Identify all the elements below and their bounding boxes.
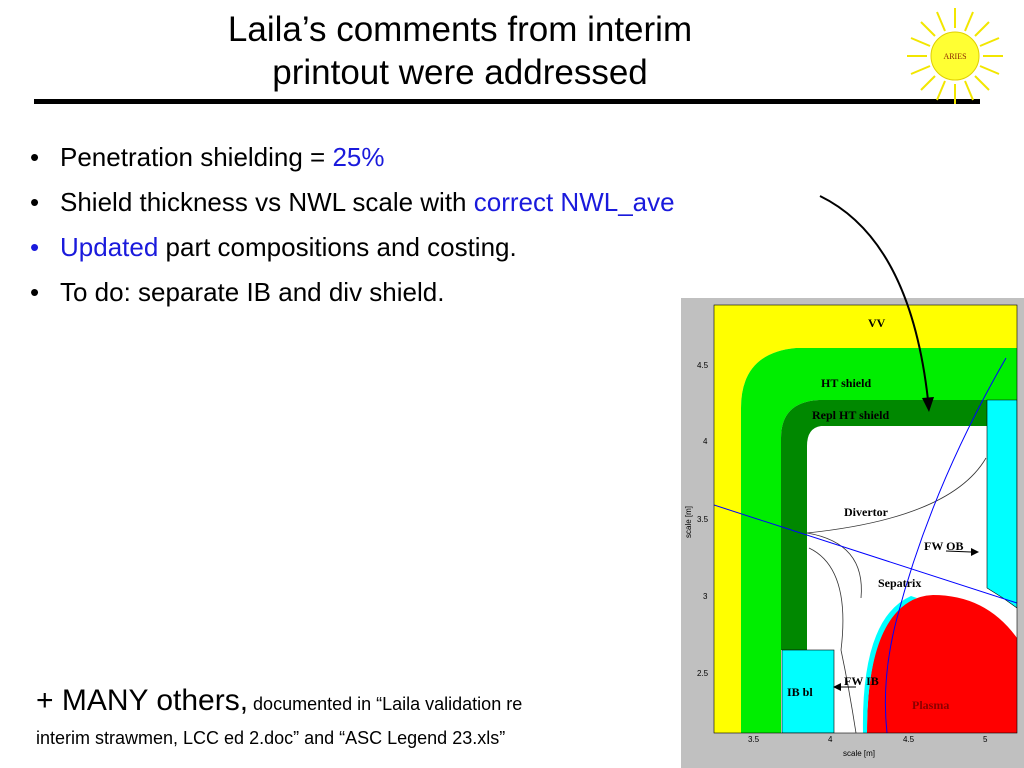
- footnote-emphasis: + MANY others,: [36, 684, 249, 717]
- bullet-symbol: •: [30, 232, 40, 262]
- bullet-item: • Shield thickness vs NWL scale with corr…: [30, 183, 675, 228]
- label-fw-ob: FW OB: [924, 539, 963, 553]
- label-vv: VV: [868, 316, 886, 330]
- bullet-list: • Penetration shielding = 25% • Shield thi…: [30, 138, 675, 318]
- x-tick: 4.5: [903, 735, 915, 744]
- separatrix-line: [714, 504, 1017, 604]
- separatrix-curve: [884, 357, 1007, 733]
- label-sepatrix: Sepatrix: [878, 576, 921, 590]
- shield-cross-section-figure: VV HT shield Repl HT shield Divertor FW …: [681, 298, 1024, 768]
- bullet-item: • Updated part compositions and costing.: [30, 228, 675, 273]
- bullet-text: To do: separate IB and div shield.: [60, 277, 445, 307]
- bullet-symbol: •: [30, 187, 40, 217]
- plasma-region: [867, 595, 1017, 733]
- bullet-highlight: Updated: [60, 232, 159, 262]
- x-tick: 3.5: [748, 735, 760, 744]
- label-ib-bl: IB bl: [787, 685, 813, 699]
- bullet-text: Penetration shielding =: [60, 142, 333, 172]
- x-axis-label: scale [m]: [843, 749, 875, 758]
- y-tick: 3: [703, 592, 708, 601]
- bullet-highlight: correct NWL_ave: [473, 187, 675, 217]
- label-repl-ht-shield: Repl HT shield: [812, 408, 889, 422]
- slide-title: Laila’s comments from interim printout w…: [100, 8, 820, 94]
- label-fw-ib: FW IB: [844, 674, 879, 688]
- bullet-item: • To do: separate IB and div shield.: [30, 273, 675, 318]
- vv-region: [714, 305, 1017, 733]
- bullet-text: part compositions and costing.: [158, 232, 517, 262]
- y-tick: 4: [703, 437, 708, 446]
- aries-sun-logo: ARIES: [907, 8, 1003, 104]
- bullet-highlight: 25%: [332, 142, 385, 172]
- ht-shield-region: [741, 348, 1017, 733]
- y-axis-label: scale [m]: [684, 506, 693, 538]
- title-line-2: printout were addressed: [272, 53, 648, 92]
- y-tick: 4.5: [697, 361, 709, 370]
- bullet-text: Shield thickness vs NWL scale with: [60, 187, 474, 217]
- y-tick: 2.5: [697, 669, 709, 678]
- bullet-item: • Penetration shielding = 25%: [30, 138, 675, 183]
- x-tick: 4: [828, 735, 833, 744]
- ib-bl-region: [781, 649, 835, 733]
- logo-text: ARIES: [943, 52, 966, 61]
- footnote: + MANY others, documented in “Laila vali…: [36, 684, 656, 755]
- bullet-symbol: •: [30, 142, 40, 172]
- title-underline: [34, 99, 980, 104]
- fw-ob-region: [986, 399, 1017, 609]
- bullet-symbol: •: [30, 277, 40, 307]
- title-line-1: Laila’s comments from interim: [227, 10, 693, 49]
- x-tick: 5: [983, 735, 988, 744]
- label-plasma: Plasma: [912, 698, 949, 712]
- label-divertor: Divertor: [844, 505, 889, 519]
- label-ht-shield: HT shield: [821, 376, 871, 390]
- footnote-line-2: interim strawmen, LCC ed 2.doc” and “ASC…: [36, 728, 506, 748]
- y-tick: 3.5: [697, 515, 709, 524]
- footnote-text: documented in “Laila validation re: [248, 694, 523, 714]
